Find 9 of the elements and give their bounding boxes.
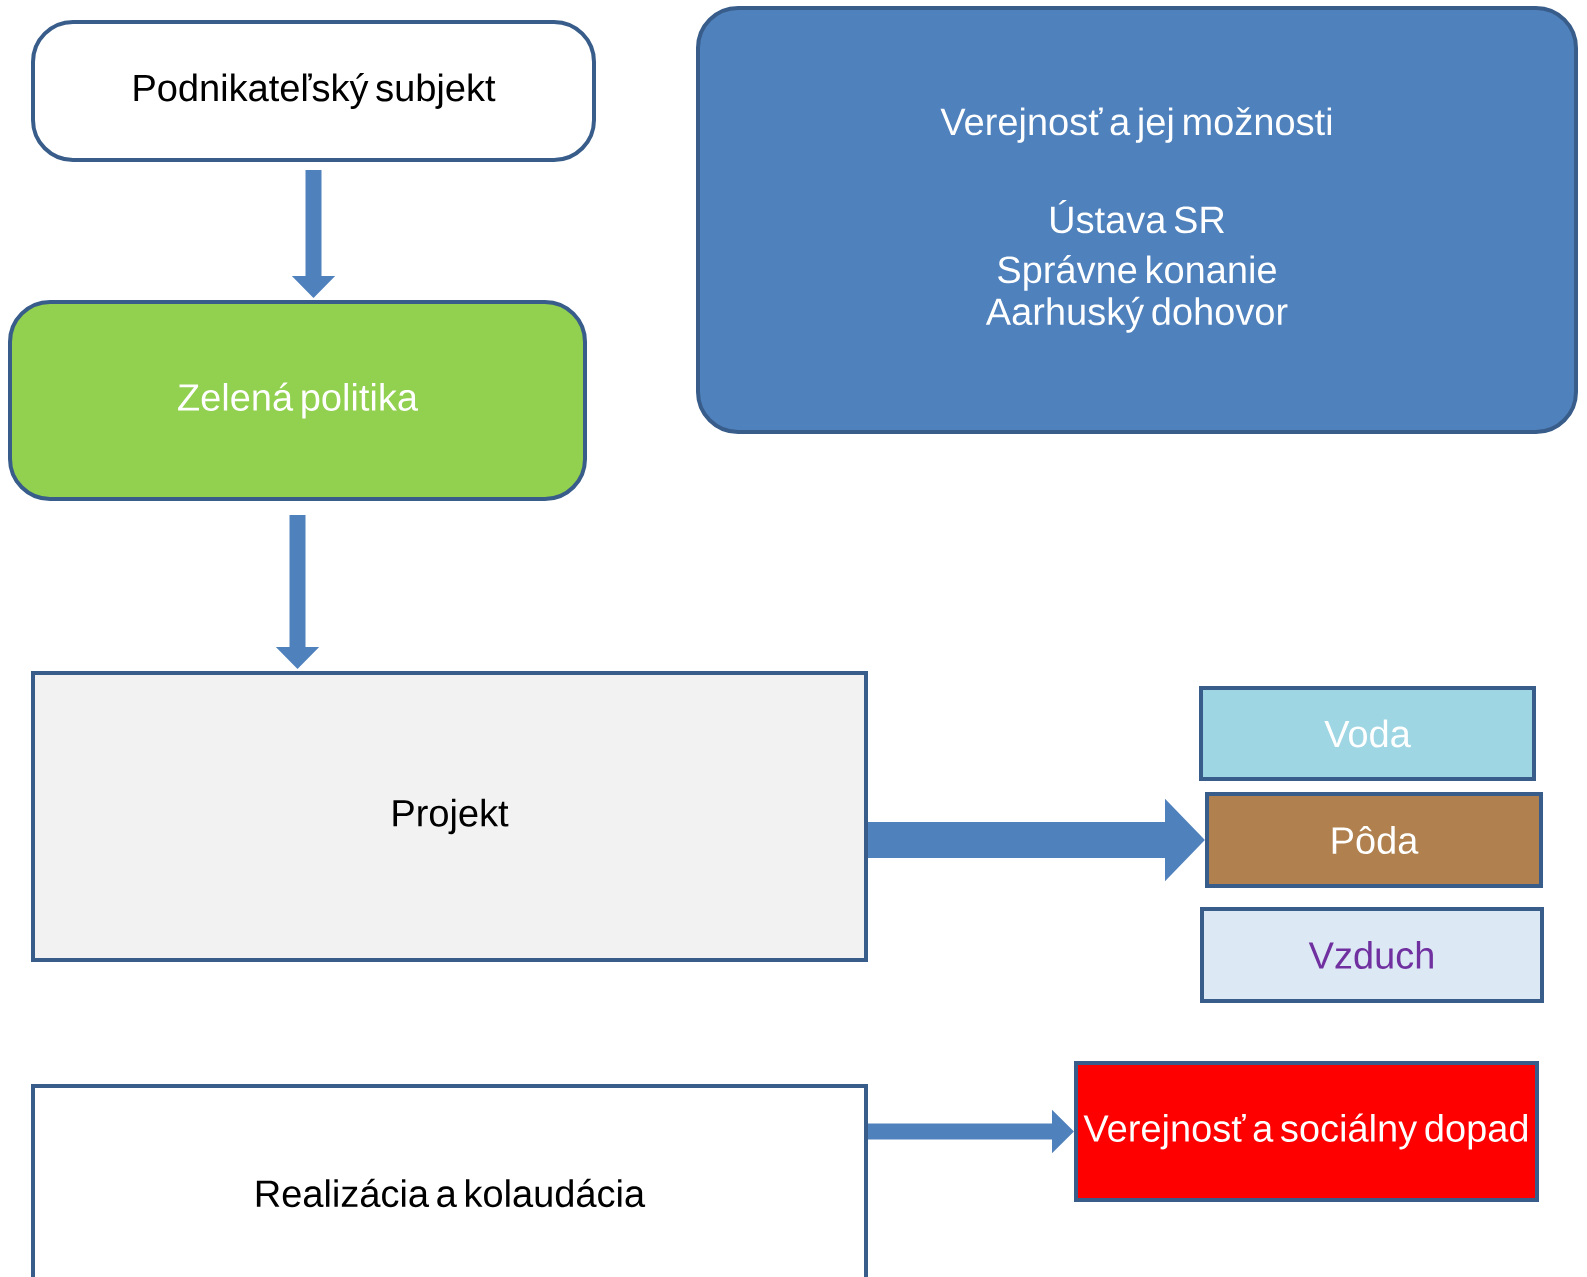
policy-box: Zelená politika — [8, 300, 587, 501]
process-box: Realizácia a kolaudácia — [31, 1084, 868, 1277]
soil-box: Pôda — [1205, 792, 1543, 888]
impact-box: Verejnosť a sociálny dopad — [1074, 1061, 1539, 1202]
process-box: Projekt — [31, 671, 868, 962]
water-box: Voda — [1199, 686, 1536, 781]
info-box: Verejnosť a jej možnosti Ústava SR Správne konanie Aarhuský dohovor — [696, 6, 1578, 434]
start-box: Podnikateľský subjekt — [31, 20, 596, 162]
air-box: Vzduch — [1200, 907, 1544, 1003]
